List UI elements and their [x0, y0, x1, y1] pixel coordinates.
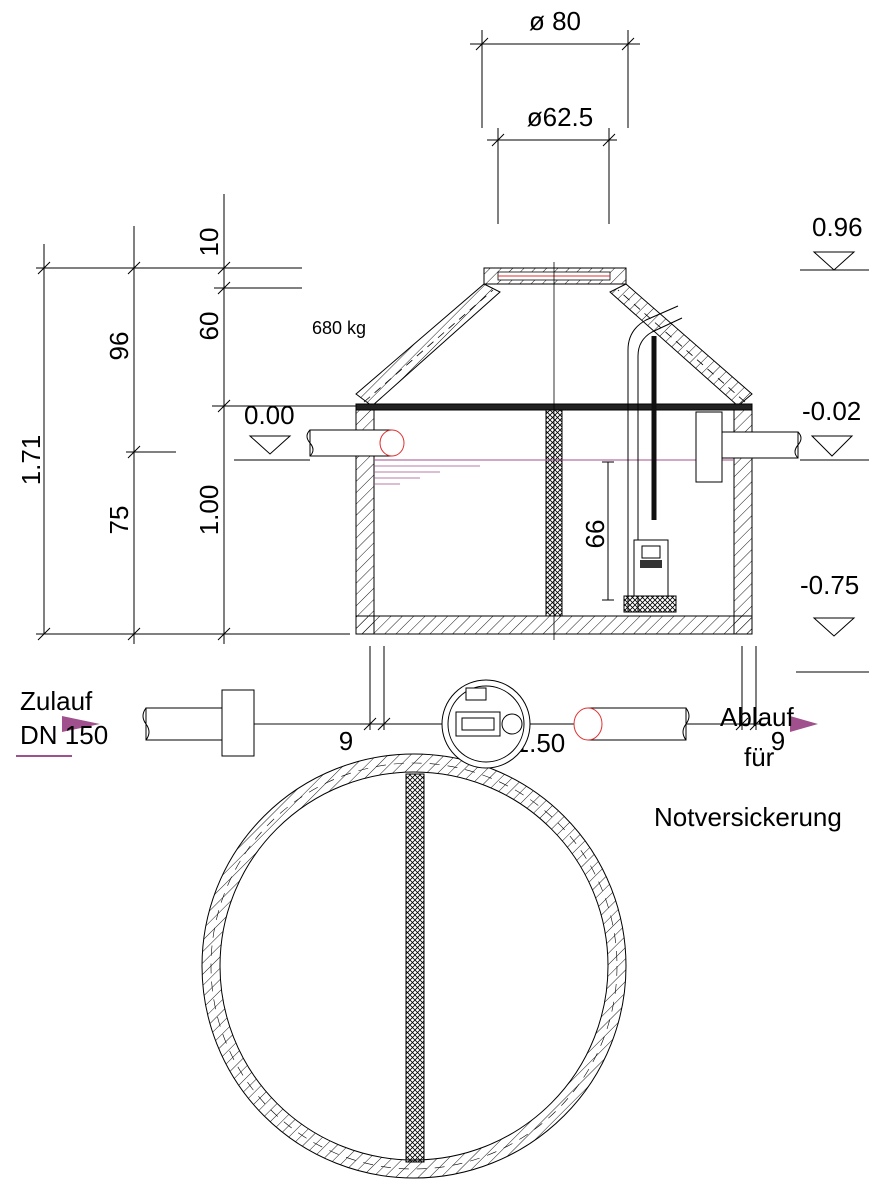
outlet-arrow-icon: [790, 716, 818, 732]
plan-view: [16, 679, 818, 1179]
level-markers-right: [796, 251, 869, 673]
manhole-outer-dim: ø 80: [529, 6, 581, 36]
section-view: ø 80 ø62.5 10 60 96 75 1.71 1.00: [16, 6, 869, 758]
manhole-inner-dim: ø62.5: [527, 102, 594, 132]
outlet-pipe-section: [695, 411, 802, 483]
outlet-pipe-plan: [573, 707, 690, 741]
height-cover-dim: 10: [194, 228, 224, 257]
wall-right-dim: 9: [771, 726, 785, 756]
level-bottom: -0.75: [800, 570, 859, 600]
level-top: 0.96: [812, 212, 863, 242]
bottom-dimensions: [360, 646, 766, 731]
left-dimensions: [36, 194, 356, 644]
inlet-arrow-icon: [62, 716, 100, 732]
height-cone-dim: 60: [194, 312, 224, 341]
height-upper-dim: 96: [104, 332, 134, 361]
outlet-label-2: für: [744, 742, 775, 772]
outlet-label-1: Ablauf: [720, 702, 794, 732]
pump: [602, 305, 683, 613]
level-ground: 0.00: [244, 400, 295, 430]
height-water-dim: 1.00: [194, 485, 224, 536]
height-total-dim: 1.71: [16, 435, 46, 486]
weight-label: 680 kg: [312, 318, 366, 338]
level-marker-left: [234, 435, 310, 461]
tank-section: [355, 262, 753, 640]
wall-left-dim: 9: [339, 726, 353, 756]
height-lower-dim: 75: [104, 506, 134, 535]
pump-height-dim: 66: [580, 520, 610, 549]
inlet-label-2: DN 150: [20, 720, 108, 750]
level-outlet: -0.02: [802, 396, 861, 426]
inlet-pipe-plan: [142, 689, 406, 757]
inlet-label-1: Zulauf: [20, 686, 93, 716]
inlet-pipe-section: [306, 429, 405, 457]
pump-plan: [441, 679, 531, 769]
outlet-label-3: Notversickerung: [654, 802, 842, 832]
top-dimensions: [470, 30, 640, 224]
